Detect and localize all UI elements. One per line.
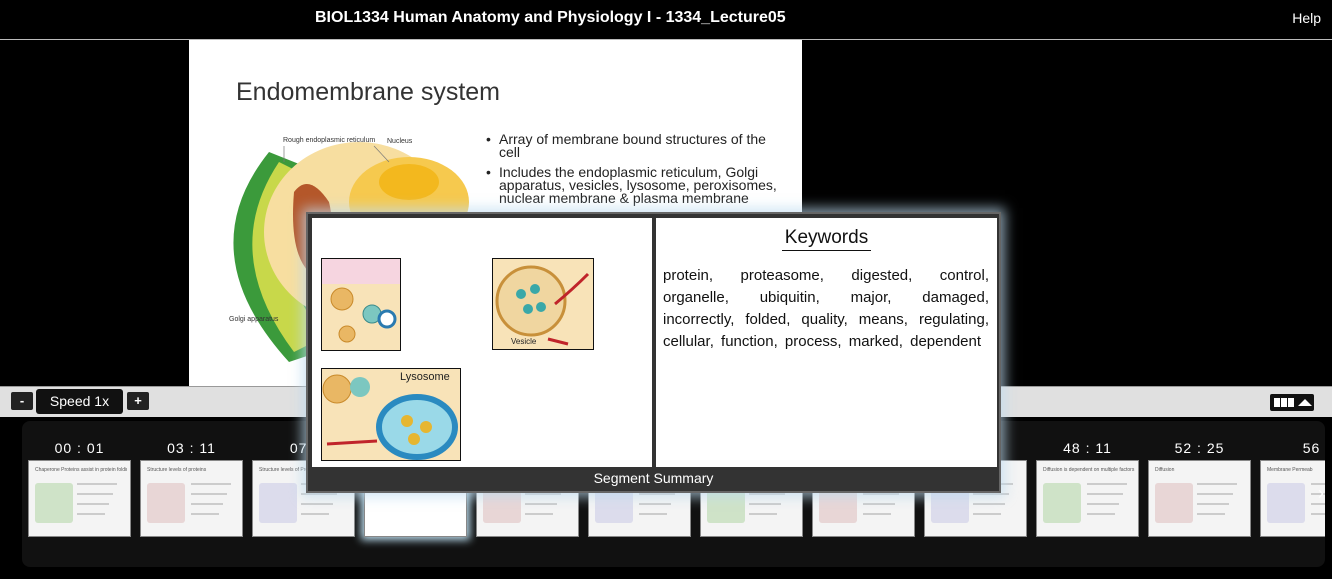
slide-thumbnail[interactable]: Chaperone Proteins assist in protein fol… (28, 460, 131, 537)
slide-heading: Endomembrane system (236, 78, 501, 106)
thumbnail-text-line (1197, 483, 1237, 485)
thumbnail-text-line (1087, 493, 1123, 495)
slide-thumbnail[interactable]: Diffusion (1148, 460, 1251, 537)
keywords-panel: Keywords protein, proteasome, digested, … (656, 218, 997, 467)
thumbnail-text-line (191, 503, 223, 505)
keywords-list: protein, proteasome, digested, control, … (663, 267, 989, 350)
thumbnail-text-line (1087, 503, 1119, 505)
thumbnail-title: Membrane Permeab (1267, 467, 1313, 473)
speed-display: Speed 1x (36, 389, 123, 414)
vesicle-label: Vesicle (511, 337, 537, 346)
thumbnail-time: 56 (1302, 440, 1321, 456)
thumbnail-time: 52 : 25 (1174, 440, 1225, 456)
thumbnail-text-line (1311, 493, 1325, 495)
vesicle-image: Vesicle (492, 258, 594, 350)
label-rough-er: Rough endoplasmic reticulum (283, 137, 376, 144)
help-link[interactable]: Help (1292, 10, 1321, 26)
slide-bullet: Array of membrane bound structures of th… (486, 132, 786, 159)
thumbnail-text-line (639, 503, 671, 505)
thumbnail-text-line (77, 493, 113, 495)
thumbnail-figure (1043, 483, 1081, 523)
thumbnail-text-line (973, 513, 1001, 515)
slide-thumbnail[interactable]: Membrane Permeab (1260, 460, 1325, 537)
thumbnail-text-line (639, 513, 667, 515)
thumbnail-text-line (77, 503, 109, 505)
thumbnail-text-line (1087, 483, 1127, 485)
thumbnail-text-line (749, 513, 777, 515)
chevron-right-icon[interactable]: › (1318, 483, 1324, 503)
segment-summary-label: Segment Summary (593, 470, 714, 486)
endocytosis-image (321, 258, 401, 351)
thumbnail-text-line (639, 493, 675, 495)
thumbnail-text-line (749, 493, 785, 495)
thumbnail-figure (35, 483, 73, 523)
thumbnail-figure (1155, 483, 1193, 523)
thumbnail-text-line (1087, 513, 1115, 515)
segment-summary-popup: Vesicle Lysosome Keywords protein, prote… (306, 212, 1001, 493)
slide-thumbnail[interactable]: Structure levels of proteins (140, 460, 243, 537)
thumbnail-time: 03 : 11 (167, 440, 216, 456)
thumbnail-text-line (1197, 493, 1233, 495)
thumbnail-figure (259, 483, 297, 523)
thumbnail-text-line (863, 493, 899, 495)
thumbnail-text-line (863, 503, 895, 505)
thumbnail-title: Diffusion (1155, 467, 1175, 473)
lysosome-image: Lysosome (321, 368, 461, 461)
thumbnail-text-line (973, 503, 1005, 505)
title-bar: BIOL1334 Human Anatomy and Physiology I … (0, 0, 1332, 40)
thumbnail-text-line (301, 493, 337, 495)
thumbnail-text-line (1311, 483, 1325, 485)
thumbnail-text-line (525, 513, 553, 515)
thumbnail-title: Structure levels of Proteins (259, 467, 319, 473)
thumbnail-text-line (1311, 503, 1325, 505)
thumbnail-text-line (77, 483, 117, 485)
slide-bullet: Includes the endoplasmic reticulum, Golg… (486, 165, 786, 205)
thumbnail-text-line (525, 493, 561, 495)
columns-icon (1274, 398, 1312, 407)
thumbnail-text-line (973, 493, 1009, 495)
thumbnail-text-line (301, 503, 333, 505)
thumbnail-figure (1267, 483, 1305, 523)
label-nucleus: Nucleus (387, 138, 413, 145)
lysosome-label: Lysosome (400, 371, 450, 383)
summary-images-panel: Vesicle Lysosome (312, 218, 652, 467)
thumbnail-text-line (301, 513, 329, 515)
keywords-title: Keywords (656, 227, 997, 251)
thumbnail-text-line (1197, 503, 1229, 505)
thumbnail-text-line (525, 503, 557, 505)
thumbnail-time: 00 : 01 (54, 440, 105, 456)
keywords-heading: Keywords (781, 227, 872, 251)
thumbnail-text-line (191, 513, 219, 515)
thumbnail-text-line (863, 513, 891, 515)
layout-toggle-button[interactable] (1270, 394, 1314, 411)
speed-decrease-button[interactable]: - (11, 392, 33, 410)
thumbnail-figure (147, 483, 185, 523)
thumbnail-title: Chaperone Proteins assist in protein fol… (35, 467, 127, 473)
lecture-title: BIOL1334 Human Anatomy and Physiology I … (315, 9, 786, 26)
speed-increase-button[interactable]: + (127, 392, 149, 410)
thumbnail-text-line (1311, 513, 1325, 515)
thumbnail-time: 48 : 11 (1063, 440, 1112, 456)
slide-thumbnail[interactable]: Diffusion is dependent on multiple facto… (1036, 460, 1139, 537)
slide-bullets: Array of membrane bound structures of th… (486, 132, 786, 212)
thumbnail-text-line (191, 493, 227, 495)
label-golgi: Golgi apparatus (229, 316, 279, 323)
thumbnail-text-line (191, 483, 231, 485)
thumbnail-text-line (749, 503, 781, 505)
thumbnail-text-line (1197, 513, 1225, 515)
thumbnail-title: Diffusion is dependent on multiple facto… (1043, 467, 1135, 473)
thumbnail-text-line (77, 513, 105, 515)
thumbnail-title: Structure levels of proteins (147, 467, 207, 473)
